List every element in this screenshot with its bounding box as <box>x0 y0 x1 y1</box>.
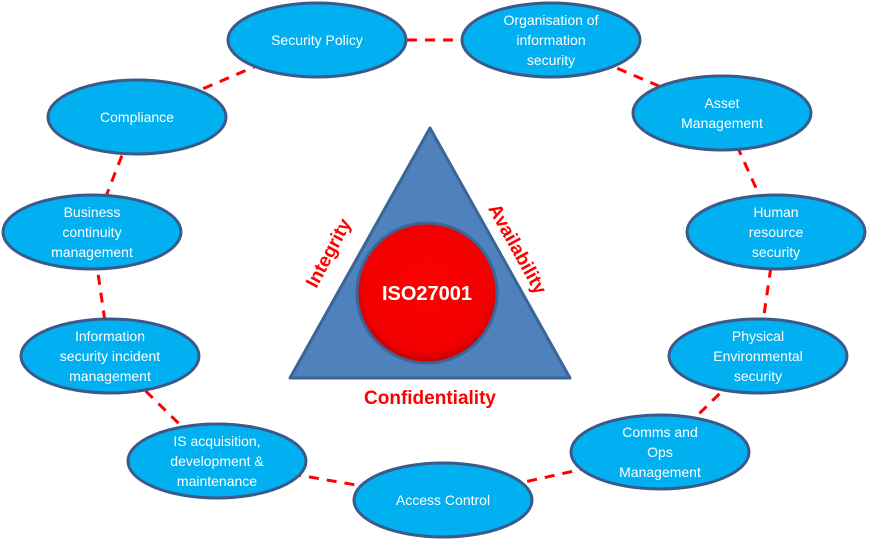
iso-circle <box>355 221 499 365</box>
node-label: maintenance <box>177 473 257 489</box>
node-6: Access Control <box>352 461 534 539</box>
node-ellipse <box>667 317 849 395</box>
node-label: Environmental <box>713 348 803 364</box>
iso-title: ISO27001 <box>382 283 472 305</box>
node-label: continuity <box>62 224 121 240</box>
node-label: Human <box>753 204 798 220</box>
node-10: Compliance <box>46 78 228 156</box>
confidentiality-label: Confidentiality <box>364 388 496 409</box>
node-7: IS acquisition, development & maintenance <box>126 422 308 500</box>
link-line <box>550 38 723 115</box>
node-ellipse <box>1 193 183 271</box>
node-label: security <box>752 244 800 260</box>
node-label: Ops <box>647 444 673 460</box>
node-ellipse <box>126 422 308 500</box>
node-label: information <box>516 32 585 48</box>
node-9: Business continuity management <box>1 193 183 271</box>
node-label: Security Policy <box>271 32 363 48</box>
node-label: Information <box>75 328 145 344</box>
node-label: Comms and <box>622 424 697 440</box>
node-label: Management <box>619 464 701 480</box>
node-ellipse <box>685 193 867 271</box>
node-label: development & <box>170 453 264 469</box>
node-8: Information security incident management <box>19 317 201 395</box>
node-ellipse <box>631 74 813 152</box>
node-ellipse <box>569 413 751 491</box>
node-label: Physical <box>732 328 784 344</box>
node-1: Organisation of information security <box>460 1 642 79</box>
node-ellipse <box>460 1 642 79</box>
node-label: management <box>69 368 151 384</box>
node-label: Compliance <box>100 109 174 125</box>
node-0: Security Policy <box>226 1 408 79</box>
node-3: Human resource security <box>685 193 867 271</box>
node-ellipse <box>46 78 228 156</box>
cia-triangle: ISO27001 Integrity Availability Confiden… <box>288 126 572 409</box>
node-ellipse <box>226 1 408 79</box>
node-ellipse <box>19 317 201 395</box>
node-label: Business <box>64 204 121 220</box>
node-label: Asset <box>704 95 739 111</box>
node-label: Organisation of <box>504 12 599 28</box>
node-label: security <box>527 52 575 68</box>
node-label: management <box>51 244 133 260</box>
node-label: IS acquisition, <box>173 433 260 449</box>
node-label: security incident <box>60 348 160 364</box>
node-label: security <box>734 368 782 384</box>
node-label: resource <box>749 224 804 240</box>
node-label: Management <box>681 115 763 131</box>
node-label: Access Control <box>396 492 490 508</box>
node-ellipse <box>352 461 534 539</box>
